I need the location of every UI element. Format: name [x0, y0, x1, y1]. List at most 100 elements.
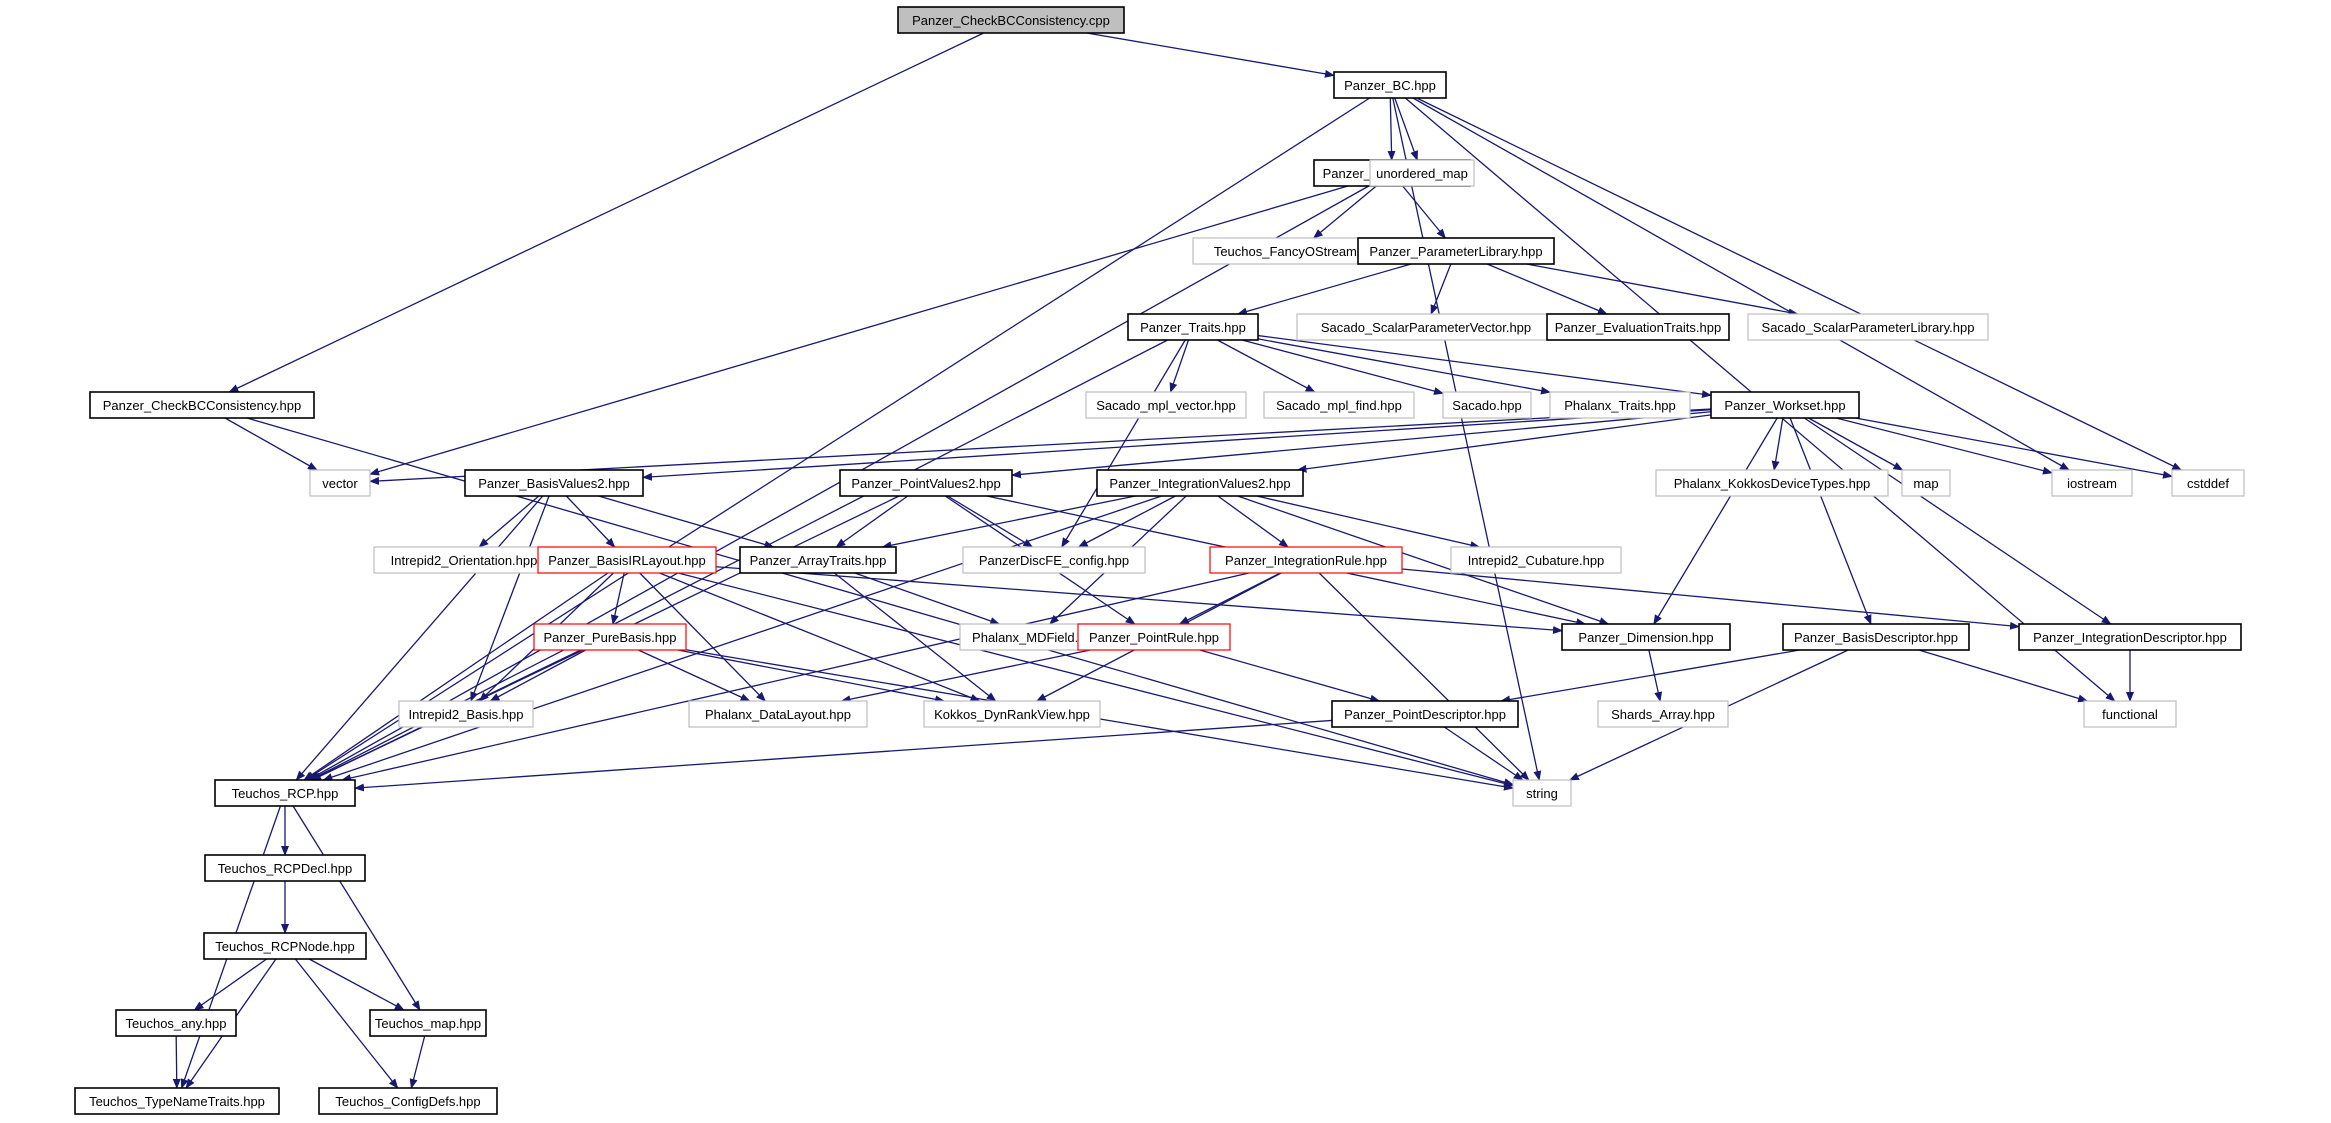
node-box-scalarparamlib: [1747, 313, 1989, 341]
node-box-pointrule: [1077, 623, 1231, 651]
node-rcp[interactable]: Teuchos_RCP.hpp: [214, 779, 356, 807]
edge-basisvalues2-to-intrepidbasis: [470, 495, 550, 702]
node-functional[interactable]: functional: [2083, 700, 2177, 728]
node-any[interactable]: Teuchos_any.hpp: [115, 1009, 237, 1037]
edge-traits-to-discfeconfig: [1061, 339, 1186, 548]
node-teuchosmap[interactable]: Teuchos_map.hpp: [369, 1009, 487, 1037]
node-box-configdefs: [318, 1087, 498, 1115]
node-unordered_map[interactable]: unordered_map: [1369, 159, 1475, 187]
node-label-rcp: Teuchos_RCP.hpp: [232, 786, 339, 801]
node-sacado[interactable]: Sacado.hpp: [1442, 391, 1532, 419]
edge-rcp-to-teuchosmap: [292, 805, 421, 1011]
node-workset[interactable]: Panzer_Workset.hpp: [1710, 391, 1860, 419]
node-paramlib[interactable]: Panzer_ParameterLibrary.hpp: [1357, 237, 1555, 265]
node-checkbchpp[interactable]: Panzer_CheckBCConsistency.hpp: [89, 391, 315, 419]
node-scalarparamvec[interactable]: Sacado_ScalarParameterVector.hpp: [1296, 313, 1556, 341]
node-pointvalues2[interactable]: Panzer_PointValues2.hpp: [839, 469, 1013, 497]
node-phalanxtraits[interactable]: Phalanx_Traits.hpp: [1549, 391, 1691, 419]
edge-integrationrule-to-string: [1318, 572, 1530, 781]
node-dimension[interactable]: Panzer_Dimension.hpp: [1561, 623, 1731, 651]
node-label-pointrule: Panzer_PointRule.hpp: [1089, 630, 1219, 645]
edge-purebasis-to-datalayout: [638, 649, 751, 702]
edge-pointdescriptor-to-string: [1443, 726, 1524, 781]
node-bc[interactable]: Panzer_BC.hpp: [1333, 71, 1447, 99]
node-mplvector[interactable]: Sacado_mpl_vector.hpp: [1085, 391, 1247, 419]
node-traits[interactable]: Panzer_Traits.hpp: [1127, 313, 1259, 341]
node-evaltraits[interactable]: Panzer_EvaluationTraits.hpp: [1546, 313, 1730, 341]
node-discfeconfig[interactable]: PanzerDiscFE_config.hpp: [962, 546, 1146, 574]
node-label-shardsarray: Shards_Array.hpp: [1611, 707, 1715, 722]
node-box-iostream: [2051, 469, 2133, 497]
edge-basisvalues2-to-arraytraits: [598, 495, 775, 549]
node-box-pointdescriptor: [1331, 700, 1519, 728]
node-label-map: map: [1913, 476, 1938, 491]
node-mplfind[interactable]: Sacado_mpl_find.hpp: [1263, 391, 1415, 419]
node-scalarparamlib[interactable]: Sacado_ScalarParameterLibrary.hpp: [1747, 313, 1989, 341]
node-purebasis[interactable]: Panzer_PureBasis.hpp: [533, 623, 687, 651]
node-dynrankview[interactable]: Kokkos_DynRankView.hpp: [923, 700, 1101, 728]
edge-basisirlayout-to-rcp: [303, 572, 609, 781]
node-map[interactable]: map: [1901, 469, 1951, 497]
node-label-teuchosmap: Teuchos_map.hpp: [375, 1016, 481, 1031]
node-box-basisdescriptor: [1782, 623, 1970, 651]
node-vector[interactable]: vector: [309, 469, 371, 497]
node-box-string: [1512, 779, 1572, 807]
node-basisdescriptor[interactable]: Panzer_BasisDescriptor.hpp: [1782, 623, 1970, 651]
node-label-pointvalues2: Panzer_PointValues2.hpp: [851, 476, 1000, 491]
node-integrationrule[interactable]: Panzer_IntegrationRule.hpp: [1209, 546, 1403, 574]
node-cubature[interactable]: Intrepid2_Cubature.hpp: [1450, 546, 1622, 574]
node-iostream[interactable]: iostream: [2051, 469, 2133, 497]
node-rcpnode[interactable]: Teuchos_RCPNode.hpp: [203, 932, 367, 960]
edge-basisdescriptor-to-functional: [1918, 649, 2089, 703]
edge-paramlib-to-evaltraits: [1486, 263, 1608, 315]
edge-rcpnode-to-any: [193, 958, 267, 1011]
node-label-cstddef: cstddef: [2187, 476, 2229, 491]
node-label-dimension: Panzer_Dimension.hpp: [1578, 630, 1713, 645]
node-pointrule[interactable]: Panzer_PointRule.hpp: [1077, 623, 1231, 651]
edge-paramlib-to-scalarparamvec: [1430, 263, 1452, 315]
node-root[interactable]: Panzer_CheckBCConsistency.cpp: [897, 6, 1125, 34]
node-integrationdescriptor[interactable]: Panzer_IntegrationDescriptor.hpp: [2018, 623, 2242, 651]
node-orientation[interactable]: Intrepid2_Orientation.hpp: [373, 546, 555, 574]
node-shardsarray[interactable]: Shards_Array.hpp: [1597, 700, 1729, 728]
node-pointdescriptor[interactable]: Panzer_PointDescriptor.hpp: [1331, 700, 1519, 728]
node-intrepidbasis[interactable]: Intrepid2_Basis.hpp: [398, 700, 534, 728]
node-integrationvalues2[interactable]: Panzer_IntegrationValues2.hpp: [1096, 469, 1304, 497]
node-box-dynrankview: [923, 700, 1101, 728]
edge-arraytraits-to-dynrankview: [833, 572, 997, 702]
node-label-scalarparamvec: Sacado_ScalarParameterVector.hpp: [1321, 320, 1531, 335]
node-label-rcpdecl: Teuchos_RCPDecl.hpp: [218, 861, 352, 876]
edge-basisdescriptor-to-pointdescriptor: [1500, 649, 1800, 704]
edge-checkbchpp-to-vector: [224, 417, 318, 471]
node-label-traits: Panzer_Traits.hpp: [1140, 320, 1246, 335]
node-typenametraits[interactable]: Teuchos_TypeNameTraits.hpp: [74, 1087, 280, 1115]
edge-pointdescriptor-to-rcp: [354, 719, 1333, 792]
node-basisirlayout[interactable]: Panzer_BasisIRLayout.hpp: [537, 546, 717, 574]
node-label-functional: functional: [2102, 707, 2158, 722]
node-box-bc: [1333, 71, 1447, 99]
edge-globaldata-to-rcp: [307, 185, 1370, 781]
node-arraytraits[interactable]: Panzer_ArrayTraits.hpp: [739, 546, 897, 574]
node-box-mplvector: [1085, 391, 1247, 419]
edge-any-to-typenametraits: [172, 1035, 181, 1089]
edge-integrationvalues2-to-integrationrule: [1217, 495, 1289, 548]
node-cstddef[interactable]: cstddef: [2171, 469, 2245, 497]
node-label-root: Panzer_CheckBCConsistency.cpp: [912, 13, 1110, 28]
node-box-arraytraits: [739, 546, 897, 574]
node-datalayout[interactable]: Phalanx_DataLayout.hpp: [688, 700, 868, 728]
node-kokkosdevtypes[interactable]: Phalanx_KokkosDeviceTypes.hpp: [1655, 469, 1889, 497]
edge-workset-to-pointvalues2: [1011, 411, 1712, 479]
edge-basisirlayout-to-datalayout: [639, 572, 766, 702]
node-string[interactable]: string: [1512, 779, 1572, 807]
node-basisvalues2[interactable]: Panzer_BasisValues2.hpp: [464, 469, 644, 497]
node-label-basisvalues2: Panzer_BasisValues2.hpp: [478, 476, 630, 491]
node-box-cstddef: [2171, 469, 2245, 497]
node-label-discfeconfig: PanzerDiscFE_config.hpp: [979, 553, 1129, 568]
node-configdefs[interactable]: Teuchos_ConfigDefs.hpp: [318, 1087, 498, 1115]
edge-integrationvalues2-to-arraytraits: [881, 495, 1136, 550]
edge-paramlib-to-scalarparamlib: [1526, 263, 1799, 317]
edge-integrationvalues2-to-rcp: [322, 495, 1162, 781]
edge-workset-to-basisdescriptor: [1789, 417, 1872, 625]
node-box-mplfind: [1263, 391, 1415, 419]
node-rcpdecl[interactable]: Teuchos_RCPDecl.hpp: [204, 854, 366, 882]
